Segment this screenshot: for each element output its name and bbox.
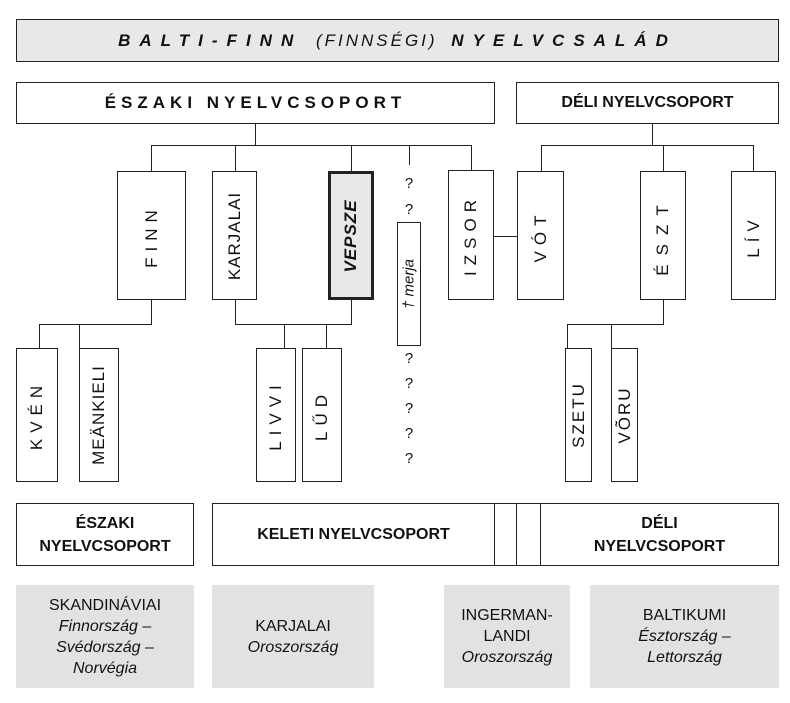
- connector: [409, 145, 410, 165]
- connector: [351, 300, 352, 324]
- connector: [39, 324, 152, 325]
- language-voru-label: VÕRU: [614, 386, 634, 444]
- connector: [235, 300, 236, 324]
- connector: [611, 324, 612, 348]
- connector: [471, 145, 472, 170]
- question-mark: ?: [404, 375, 414, 392]
- region-name: LANDI: [483, 628, 531, 645]
- language-eszt-label: ÉSZT: [653, 195, 672, 276]
- question-mark: ?: [404, 175, 414, 192]
- transition-cell: [494, 503, 517, 566]
- connector: [541, 145, 754, 146]
- language-kven-label: KVÉN: [27, 379, 46, 451]
- question-mark: ?: [404, 425, 414, 442]
- language-voru: VÕRU: [611, 348, 638, 482]
- region-karelian: KARJALAI Oroszország: [212, 585, 374, 688]
- east-group-bottom-label: KELETI NYELVCSOPORT: [257, 525, 450, 543]
- connector: [663, 300, 664, 324]
- diagram-title: BALTI-FINN (FINNSÉGI) NYELVCSALÁD: [16, 19, 779, 62]
- region-country: Oroszország: [247, 638, 339, 656]
- question-mark: ?: [404, 350, 414, 367]
- connector: [663, 145, 664, 171]
- language-karjalai: KARJALAI: [212, 171, 257, 300]
- connector: [326, 324, 327, 348]
- language-vot: VÓT: [517, 171, 564, 300]
- language-kven: KVÉN: [16, 348, 58, 482]
- language-liv-label: LÍV: [743, 213, 763, 258]
- language-finn: FINN: [117, 171, 186, 300]
- region-country: Oroszország: [461, 649, 553, 666]
- connector: [567, 324, 664, 325]
- south-group-bottom: DÉLI NYELVCSOPORT: [540, 503, 779, 566]
- language-szetu: SZETU: [565, 348, 592, 482]
- connector: [494, 236, 517, 237]
- region-country: Norvégia: [72, 659, 138, 677]
- language-meankieli: MEÄNKIELI: [79, 348, 119, 482]
- language-vot-label: VÓT: [530, 209, 550, 262]
- language-finn-label: FINN: [141, 203, 161, 268]
- south-group-top: DÉLI NYELVCSOPORT: [516, 82, 779, 124]
- connector: [151, 145, 472, 146]
- language-livvi-label: LIVVI: [266, 379, 285, 451]
- language-eszt: ÉSZT: [640, 171, 686, 300]
- north-group-bottom: ÉSZAKI NYELVCSOPORT: [16, 503, 194, 566]
- region-country: Észtország –: [638, 628, 731, 645]
- connector: [79, 324, 80, 348]
- connector: [351, 145, 352, 171]
- region-country: Svédország –: [56, 638, 154, 656]
- region-name: BALTIKUMI: [642, 607, 727, 624]
- transition-cell: [516, 503, 541, 566]
- region-country: Lettország: [647, 649, 722, 666]
- east-group-bottom: KELETI NYELVCSOPORT: [212, 503, 495, 566]
- question-mark: ?: [404, 450, 414, 467]
- north-group-top-label: ÉSZAKI NYELVCSOPORT: [104, 93, 407, 112]
- region-name: KARJALAI: [255, 617, 331, 635]
- north-group-bottom-line2: NYELVCSOPORT: [39, 537, 171, 555]
- region-name: INGERMAN-: [461, 607, 553, 624]
- connector: [255, 124, 256, 145]
- connector: [235, 324, 352, 325]
- title-light-part: (FINNSÉGI): [315, 30, 438, 50]
- connector: [284, 324, 285, 348]
- north-group-top: ÉSZAKI NYELVCSOPORT: [16, 82, 495, 124]
- language-szetu-label: SZETU: [568, 382, 588, 448]
- south-group-bottom-line2: NYELVCSOPORT: [593, 537, 726, 555]
- question-mark: ?: [404, 400, 414, 417]
- title-bold-part1: BALTI-FINN: [118, 30, 303, 50]
- north-group-bottom-line1: ÉSZAKI: [75, 514, 135, 532]
- connector: [753, 145, 754, 171]
- region-country: Finnország –: [58, 617, 152, 635]
- language-izsor: IZSOR: [448, 170, 494, 300]
- connector: [151, 300, 152, 324]
- language-merja-label: † merja: [400, 258, 418, 310]
- title-bold-part2: NYELVCSALÁD: [451, 30, 677, 50]
- connector: [151, 145, 152, 171]
- language-liv: LÍV: [731, 171, 776, 300]
- south-group-top-label: DÉLI NYELVCSOPORT: [561, 94, 734, 111]
- region-name: SKANDINÁVIAI: [48, 596, 162, 614]
- connector: [235, 145, 236, 171]
- language-vepsze-label: VEPSZE: [341, 198, 360, 273]
- region-scandinavian: SKANDINÁVIAI Finnország – Svédország – N…: [16, 585, 194, 688]
- region-baltic: BALTIKUMI Észtország – Lettország: [590, 585, 779, 688]
- connector: [567, 324, 568, 348]
- region-ingria: INGERMAN- LANDI Oroszország: [444, 585, 570, 688]
- south-group-bottom-line1: DÉLI: [641, 514, 678, 532]
- question-mark: ?: [404, 201, 414, 218]
- language-karjalai-label: KARJALAI: [224, 191, 244, 280]
- connector: [541, 145, 542, 171]
- connector: [652, 124, 653, 145]
- connector: [39, 324, 40, 348]
- language-merja: † merja: [397, 222, 421, 346]
- language-izsor-label: IZSOR: [461, 194, 480, 276]
- language-lud-label: LŰD: [312, 388, 331, 442]
- language-vepsze: VEPSZE: [328, 171, 374, 300]
- language-livvi: LIVVI: [256, 348, 296, 482]
- language-lud: LŰD: [302, 348, 342, 482]
- language-meankieli-label: MEÄNKIELI: [89, 365, 108, 465]
